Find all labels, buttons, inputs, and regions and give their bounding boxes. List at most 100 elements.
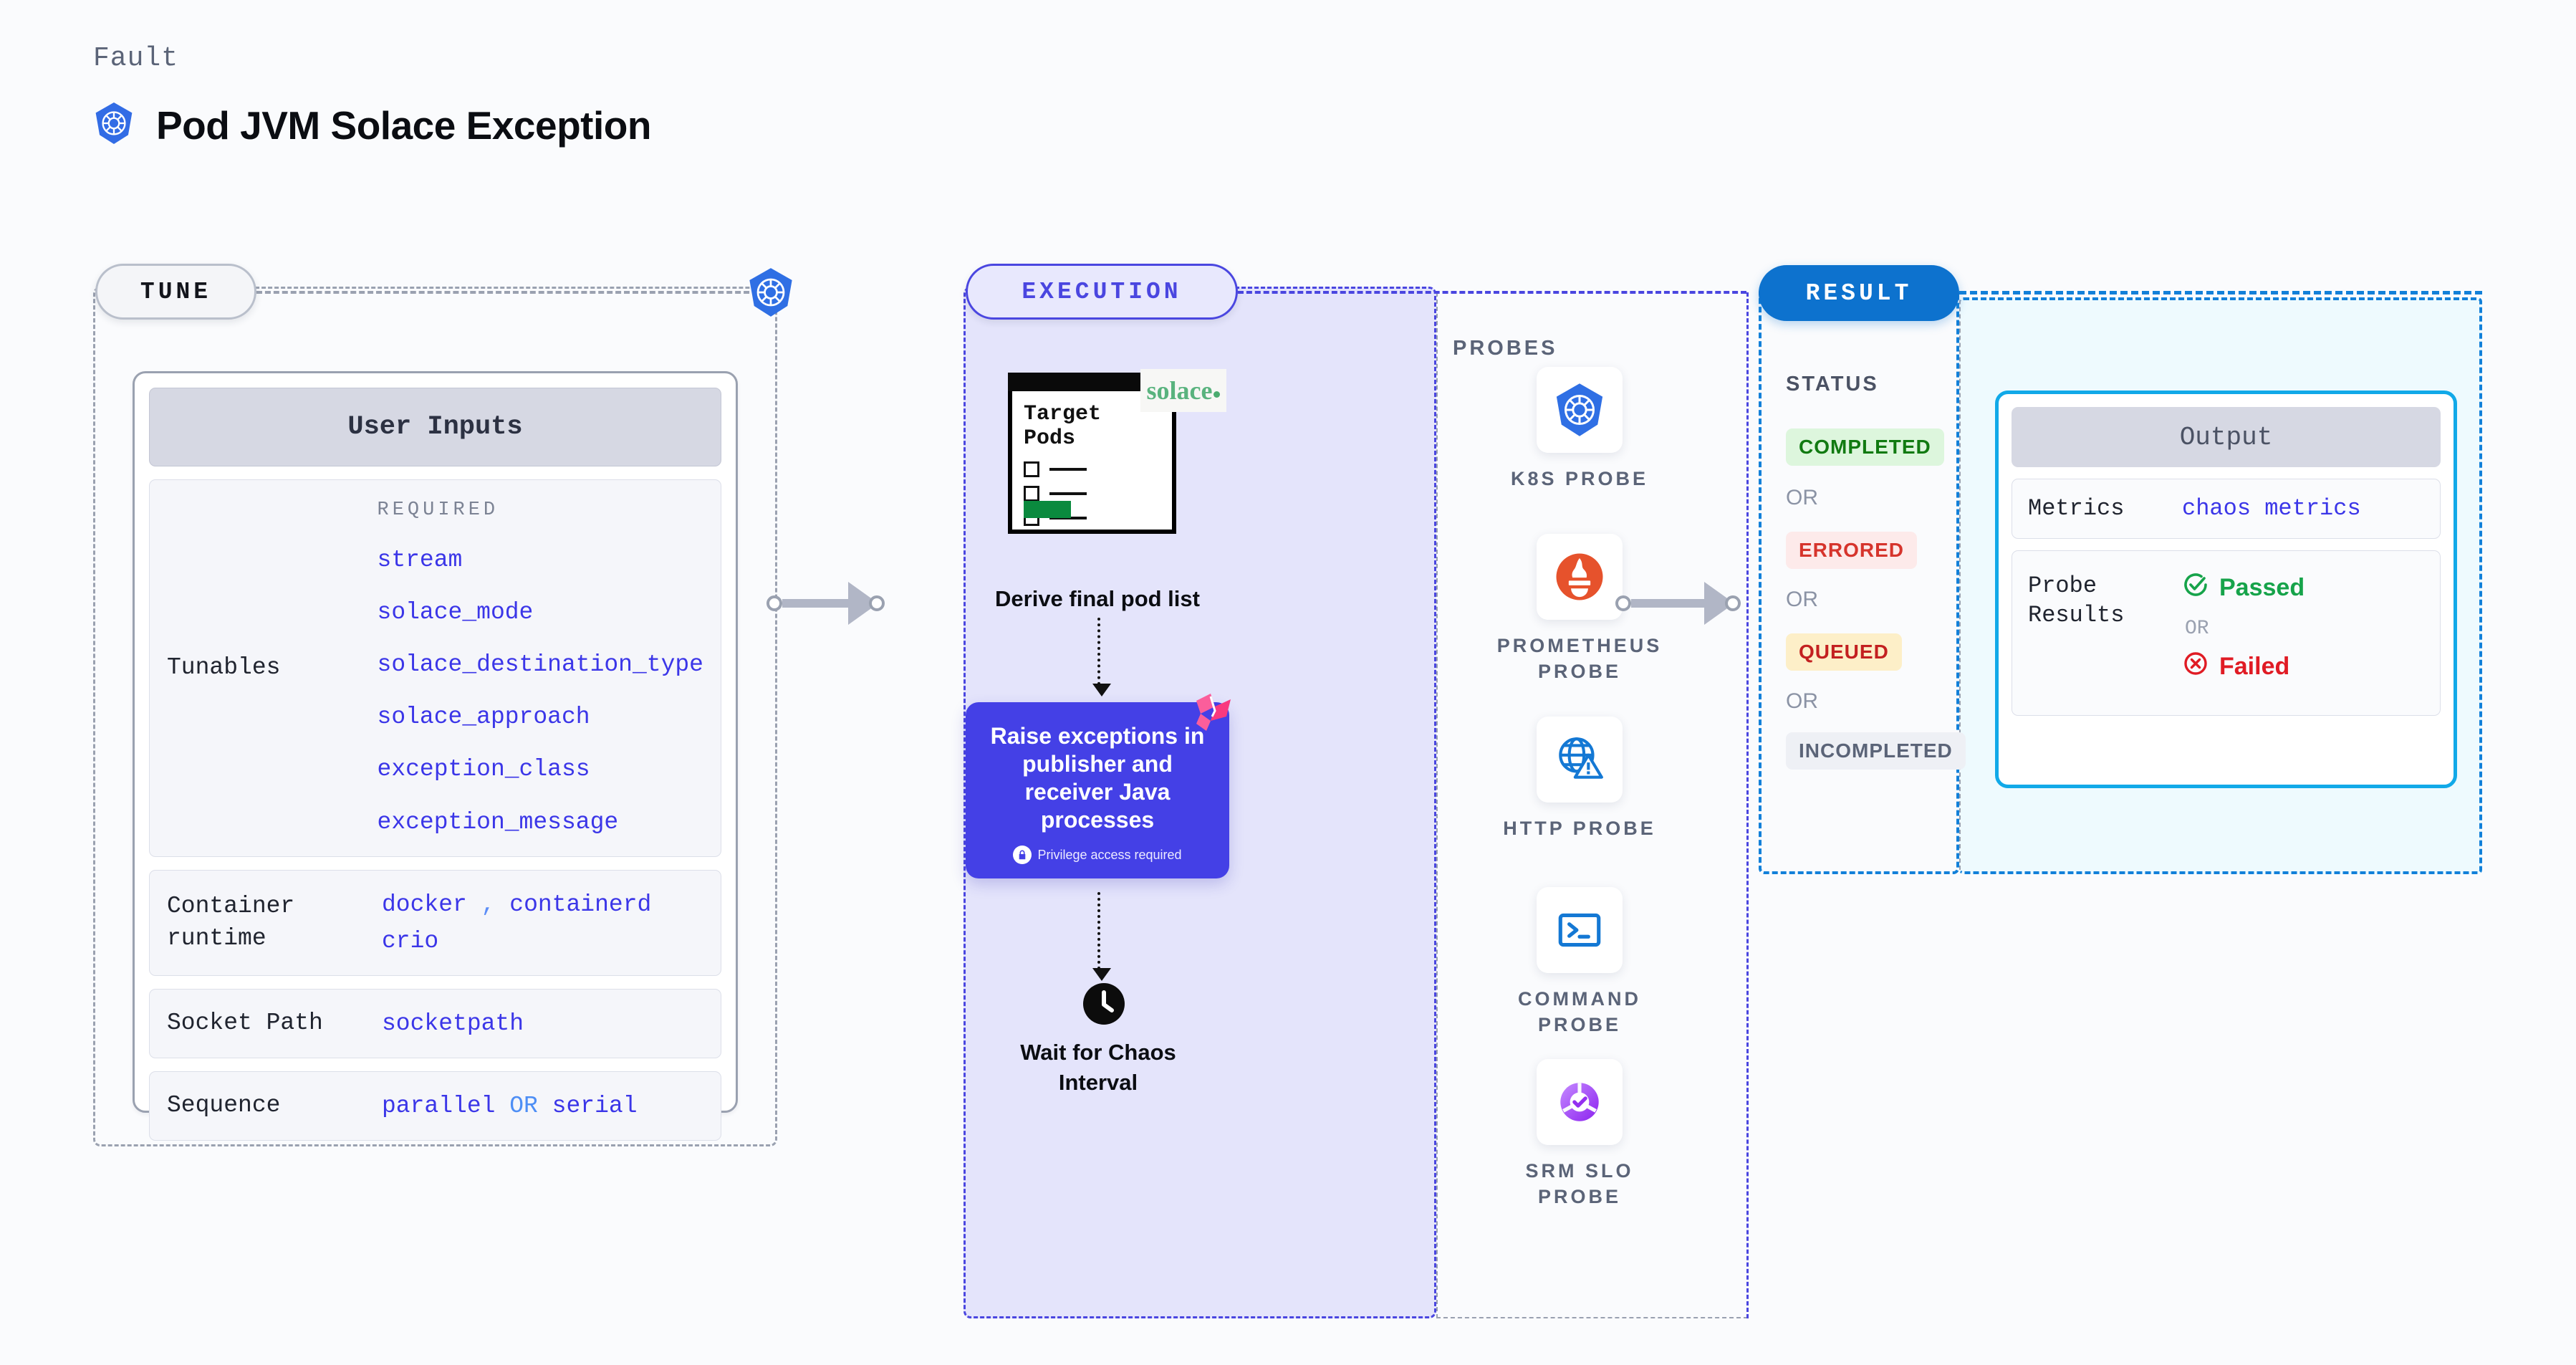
sequence-parallel[interactable]: parallel xyxy=(382,1093,496,1120)
flow-arrow-down xyxy=(1092,618,1111,696)
tunable-item[interactable]: exception_class xyxy=(377,756,590,783)
tunable-item[interactable]: stream xyxy=(377,546,463,573)
x-circle-icon xyxy=(2182,650,2209,684)
page-header: Fault Pod JVM Solace Exception xyxy=(93,43,651,149)
tunables-label: Tunables xyxy=(167,654,281,681)
stage-pill-tune[interactable]: TUNE xyxy=(95,264,256,320)
connector-dot xyxy=(1725,595,1741,611)
probe-result-or: OR xyxy=(2185,617,2209,640)
status-or: OR xyxy=(1786,588,1818,611)
connector-bar xyxy=(1631,599,1704,608)
tunables-row: Tunables REQUIRED stream solace_mode sol… xyxy=(149,479,721,857)
connector-dot xyxy=(1615,595,1631,611)
result-status-column xyxy=(1759,287,1959,874)
privilege-note: Privilege access required xyxy=(981,846,1213,865)
probe-label: K8S PROBE xyxy=(1510,468,1649,489)
connector-execution-to-result xyxy=(1615,582,1766,625)
kubernetes-icon xyxy=(1537,367,1623,453)
output-title: Output xyxy=(2012,407,2441,467)
tune-connector-line xyxy=(256,291,758,294)
user-inputs-card: User Inputs Tunables REQUIRED stream sol… xyxy=(133,371,738,1141)
probe-k8s[interactable]: K8S PROBE xyxy=(1486,367,1673,492)
globe-warning-icon xyxy=(1537,717,1623,803)
probe-prometheus[interactable]: PROMETHEUS PROBE xyxy=(1486,534,1673,685)
tunable-item[interactable]: exception_message xyxy=(377,808,619,835)
passed-label: Passed xyxy=(2219,573,2305,601)
runtime-containerd[interactable]: containerd xyxy=(509,891,652,918)
kubernetes-icon xyxy=(745,267,797,318)
status-badge-queued: QUEUED xyxy=(1786,633,1902,671)
pod-line xyxy=(1049,468,1087,471)
pod-checkbox[interactable] xyxy=(1024,461,1039,477)
solace-logo-text: solace xyxy=(1146,376,1213,405)
solace-logo-dot xyxy=(1213,391,1221,398)
container-runtime-label: Container runtime xyxy=(167,893,295,952)
status-badge-completed: COMPLETED xyxy=(1786,428,1944,466)
flow-arrow-down xyxy=(1092,892,1111,981)
sequence-values: parallel OR serial xyxy=(382,1088,703,1124)
status-or: OR xyxy=(1786,689,1818,713)
probe-label: PROMETHEUS PROBE xyxy=(1496,635,1663,683)
probe-label: HTTP PROBE xyxy=(1503,818,1656,839)
connector-bar xyxy=(782,599,848,608)
container-runtime-values: docker , containerd crio xyxy=(382,886,703,959)
result-connector-line xyxy=(1959,291,2482,294)
probe-result-passed: Passed xyxy=(2182,571,2305,605)
check-circle-icon xyxy=(2182,571,2209,605)
pod-line xyxy=(1049,492,1087,495)
metrics-label: Metrics xyxy=(2028,495,2125,522)
runtime-docker[interactable]: docker xyxy=(382,891,467,918)
probe-http[interactable]: HTTP PROBE xyxy=(1486,717,1673,841)
failed-label: Failed xyxy=(2219,652,2290,680)
socket-path-row: Socket Path socketpath xyxy=(149,988,721,1059)
kubernetes-icon xyxy=(93,101,135,149)
probe-result-failed: Failed xyxy=(2182,650,2305,684)
stage-pill-execution[interactable]: EXECUTION xyxy=(966,264,1238,320)
sequence-serial[interactable]: serial xyxy=(552,1093,638,1120)
container-runtime-row: Container runtime docker , containerd cr… xyxy=(149,869,721,976)
chaos-action-title: Raise exceptions in publisher and receiv… xyxy=(990,723,1205,833)
wait-chaos-interval-caption: Wait for Chaos Interval xyxy=(1020,1040,1176,1095)
tunable-item[interactable]: solace_destination_type xyxy=(377,651,703,679)
probe-label: COMMAND PROBE xyxy=(1518,988,1641,1036)
pods-green-bar xyxy=(1024,501,1071,518)
litmus-ribbon-icon xyxy=(1193,692,1234,732)
chaos-action-card[interactable]: Raise exceptions in publisher and receiv… xyxy=(966,694,1231,879)
pod-line xyxy=(1049,517,1087,519)
tunable-item[interactable]: solace_mode xyxy=(377,598,534,626)
required-header: REQUIRED xyxy=(377,499,499,521)
sequence-row: Sequence parallel OR serial xyxy=(149,1071,721,1141)
status-title: STATUS xyxy=(1786,373,1879,396)
connector-tune-to-execution xyxy=(766,582,910,625)
connector-dot xyxy=(869,595,885,611)
execution-connector-line xyxy=(1238,291,1746,294)
probes-column-right-edge xyxy=(1746,292,1749,1318)
connector-dot xyxy=(766,595,782,611)
metrics-row: Metrics chaos metrics xyxy=(2012,479,2441,539)
metrics-value[interactable]: chaos metrics xyxy=(2182,495,2361,522)
status-badge-incompleted: INCOMPLETED xyxy=(1786,732,1966,770)
stage-pill-result[interactable]: RESULT xyxy=(1759,265,1959,321)
probe-command[interactable]: COMMAND PROBE xyxy=(1486,887,1673,1038)
tunables-values: REQUIRED stream solace_mode solace_desti… xyxy=(378,496,703,840)
probe-label: SRM SLO PROBE xyxy=(1525,1160,1634,1208)
srm-slo-icon xyxy=(1537,1059,1623,1145)
pod-checkbox[interactable] xyxy=(1024,486,1039,502)
probe-srm-slo[interactable]: SRM SLO PROBE xyxy=(1486,1059,1673,1210)
stage-pill-tune-label: TUNE xyxy=(140,278,212,305)
terminal-icon xyxy=(1537,887,1623,973)
tunable-item[interactable]: solace_approach xyxy=(377,704,590,731)
solace-logo: solace xyxy=(1140,369,1226,412)
derive-pod-list-caption: Derive final pod list xyxy=(995,586,1200,611)
sequence-separator: OR xyxy=(509,1093,538,1120)
fault-eyebrow: Fault xyxy=(93,43,179,74)
socket-path-value[interactable]: socketpath xyxy=(382,1010,524,1037)
title-row: Pod JVM Solace Exception xyxy=(93,101,651,149)
runtime-crio[interactable]: crio xyxy=(382,927,439,954)
probe-results-values: Passed OR Failed xyxy=(2182,571,2305,684)
clock-icon xyxy=(1083,983,1125,1025)
